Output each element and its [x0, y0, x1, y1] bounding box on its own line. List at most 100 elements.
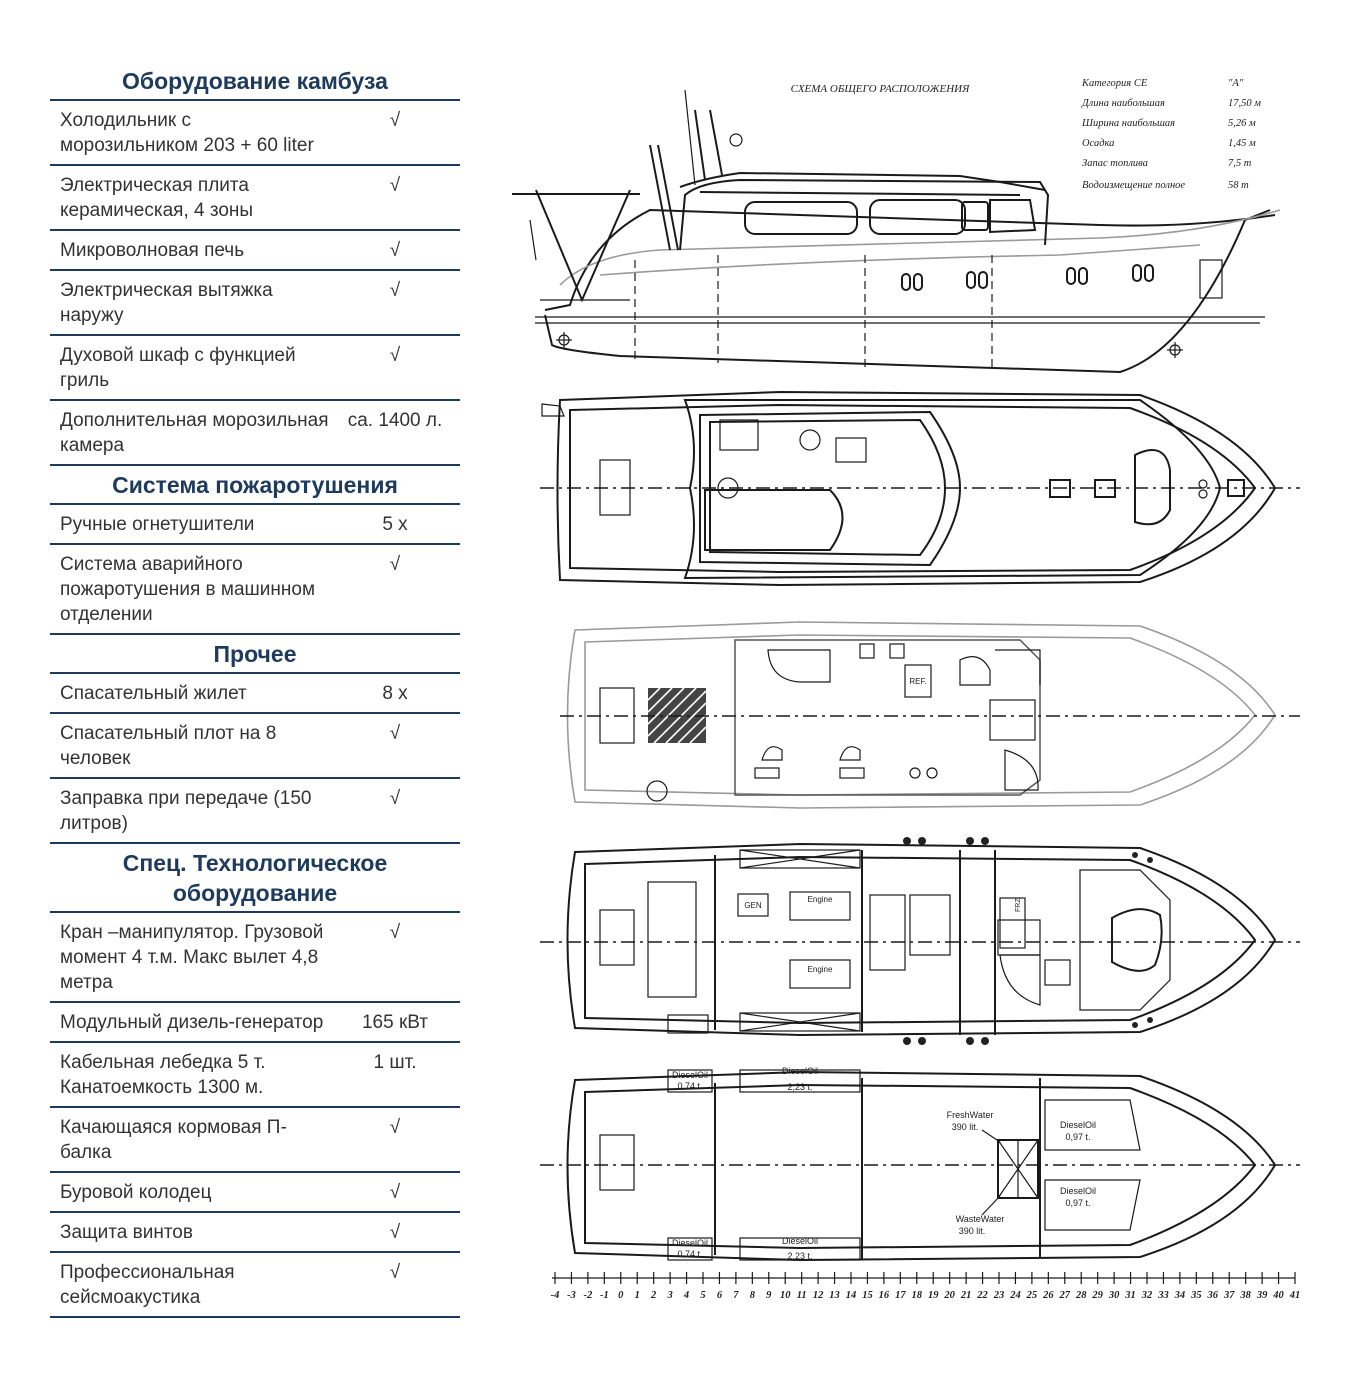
spec-row: Буровой колодец √ — [50, 1173, 460, 1213]
tank-plan: DieselOil 0,74 t. DieselOil 2,23 t. Fres… — [540, 1066, 1300, 1262]
spec-value: "A" — [1228, 78, 1244, 89]
frame-number: 27 — [1059, 1290, 1071, 1301]
spec-row-value: 165 кВт — [361, 1012, 429, 1033]
spec-value: 1,45 м — [1228, 138, 1256, 149]
tank-amount: 0,74 t. — [677, 1081, 702, 1091]
spec-row: Спасательный плот на 8 человек√ — [50, 714, 460, 779]
frame-number: 8 — [750, 1290, 756, 1301]
spec-row-name: Профессиональная сейсмоакустика — [60, 1262, 235, 1308]
tank-amount: 0,74 t. — [677, 1249, 702, 1259]
spec-row-name: Буровой колодец — [60, 1182, 212, 1203]
spec-row: Холодильник с морозильником 203 + 60 lit… — [50, 101, 460, 166]
spec-row: Модульный дизель-генератор 165 кВт — [50, 1003, 460, 1043]
frame-number: 17 — [895, 1290, 906, 1301]
frame-number: 14 — [846, 1290, 857, 1301]
spec-row: Заправка при передаче (150 литров)√ — [50, 779, 460, 844]
spec-row-value: √ — [389, 1182, 401, 1203]
frame-number: -4 — [551, 1290, 560, 1301]
frame-number: 35 — [1190, 1290, 1202, 1301]
section-title: Прочее — [50, 635, 460, 674]
frame-number: 16 — [879, 1290, 890, 1301]
spec-label: Длина наибольшая — [1081, 98, 1165, 109]
spec-row-value: 1 шт. — [373, 1052, 417, 1073]
spec-row-value: √ — [389, 554, 401, 575]
spec-row-name: Духовой шкаф с функцией гриль — [60, 345, 296, 391]
spec-row-name: Модульный дизель-генератор — [60, 1012, 324, 1033]
frame-number: 1 — [635, 1290, 640, 1301]
spec-row: Духовой шкаф с функцией гриль √ — [50, 336, 460, 401]
frame-number: 5 — [700, 1290, 705, 1301]
frame-number: 22 — [976, 1290, 988, 1301]
frame-number: 13 — [829, 1290, 840, 1301]
tank-name: WasteWater — [956, 1214, 1005, 1224]
spec-row-name: Кран –манипулятор. Грузовой момент 4 т.м… — [60, 922, 324, 993]
frame-number: 39 — [1256, 1290, 1268, 1301]
frame-number: 21 — [960, 1290, 972, 1301]
engine-label: Engine — [808, 895, 833, 904]
spec-row-value: √ — [389, 345, 401, 366]
frame-number: 34 — [1174, 1290, 1186, 1301]
frame-number: 15 — [862, 1290, 873, 1301]
frame-number: 3 — [666, 1290, 672, 1301]
tank-amount: 2,23 t. — [787, 1251, 812, 1261]
spec-label: Осадка — [1082, 138, 1114, 149]
spec-row: Профессиональная сейсмоакустика√ — [50, 1253, 460, 1318]
spec-row-name: Холодильник с морозильником 203 + 60 lit… — [60, 110, 314, 156]
gen-label: GEN — [744, 901, 762, 910]
shaft-marker-icon — [1167, 342, 1183, 358]
tank-amount: 0,97 t. — [1065, 1198, 1090, 1208]
portholes — [901, 264, 1154, 291]
spec-row-value: ca. 1400 л. — [347, 410, 443, 431]
frame-number: 12 — [813, 1290, 824, 1301]
frame-number: 10 — [780, 1290, 791, 1301]
spec-row-value: 5 x — [382, 514, 408, 535]
spec-value: 5,26 м — [1228, 118, 1256, 129]
bollards — [903, 837, 1153, 1045]
spec-row-name: Система аварийного пожаротушения в машин… — [60, 554, 316, 625]
tank-amount: 390 lit. — [959, 1226, 986, 1236]
frame-number: 25 — [1026, 1290, 1038, 1301]
frame-number: 24 — [1009, 1290, 1021, 1301]
spec-row: Защита винтов√ — [50, 1213, 460, 1253]
drawing-title: СХЕМА ОБЩЕГО РАСПОЛОЖЕНИЯ — [791, 83, 970, 95]
spec-label: Категория CE — [1081, 78, 1148, 89]
spec-row-value: √ — [389, 175, 401, 196]
frame-number: 37 — [1223, 1290, 1235, 1301]
section-title: Спец. Технологическое оборудование — [50, 844, 460, 913]
spec-row-name: Качающаяся кормовая П-балка — [60, 1117, 287, 1163]
spec-row: Система аварийного пожаротушения в машин… — [50, 545, 460, 635]
tank-amount: 2,23 t. — [787, 1082, 812, 1092]
spec-row-name: Заправка при передаче (150 литров) — [60, 788, 312, 834]
tank-name: DieselOil — [1060, 1186, 1096, 1196]
frame-number: 23 — [993, 1290, 1005, 1301]
frame-number: 20 — [943, 1290, 955, 1301]
tank-name: DieselOil — [782, 1066, 818, 1076]
section-title: Система пожаротушения — [50, 466, 460, 505]
tank-name: DieselOil — [672, 1070, 708, 1080]
spec-value: 17,50 м — [1228, 98, 1261, 109]
lower-deck-plan: GEN Engine Engine FRZ — [540, 837, 1300, 1045]
spec-row: Качающаяся кормовая П-балка √ — [50, 1108, 460, 1173]
spec-row: Электрическая вытяжка наружу√ — [50, 271, 460, 336]
spec-row-value: √ — [389, 1222, 401, 1243]
tank-name: FreshWater — [947, 1110, 994, 1120]
tank-name: DieselOil — [1060, 1120, 1096, 1130]
frz-label: FRZ — [1015, 898, 1022, 912]
frame-number: 41 — [1289, 1290, 1301, 1301]
frame-number: 19 — [928, 1290, 939, 1301]
frame-number: 6 — [717, 1290, 723, 1301]
frame-number: 18 — [912, 1290, 923, 1301]
drawing-canvas: СХЕМА ОБЩЕГО РАСПОЛОЖЕНИЯ Категория CE "… — [512, 78, 1301, 1301]
spec-row-value: √ — [389, 110, 401, 131]
general-arrangement-drawing: СХЕМА ОБЩЕГО РАСПОЛОЖЕНИЯ Категория CE "… — [500, 60, 1340, 1310]
spec-row-value: √ — [389, 922, 401, 943]
spec-label: Ширина наибольшая — [1081, 118, 1175, 129]
spec-row-value: √ — [389, 723, 401, 744]
frame-number: 32 — [1141, 1290, 1153, 1301]
spec-row-value: √ — [389, 1117, 401, 1138]
spec-value: 58 т — [1228, 180, 1249, 191]
frame-number: 36 — [1207, 1290, 1219, 1301]
